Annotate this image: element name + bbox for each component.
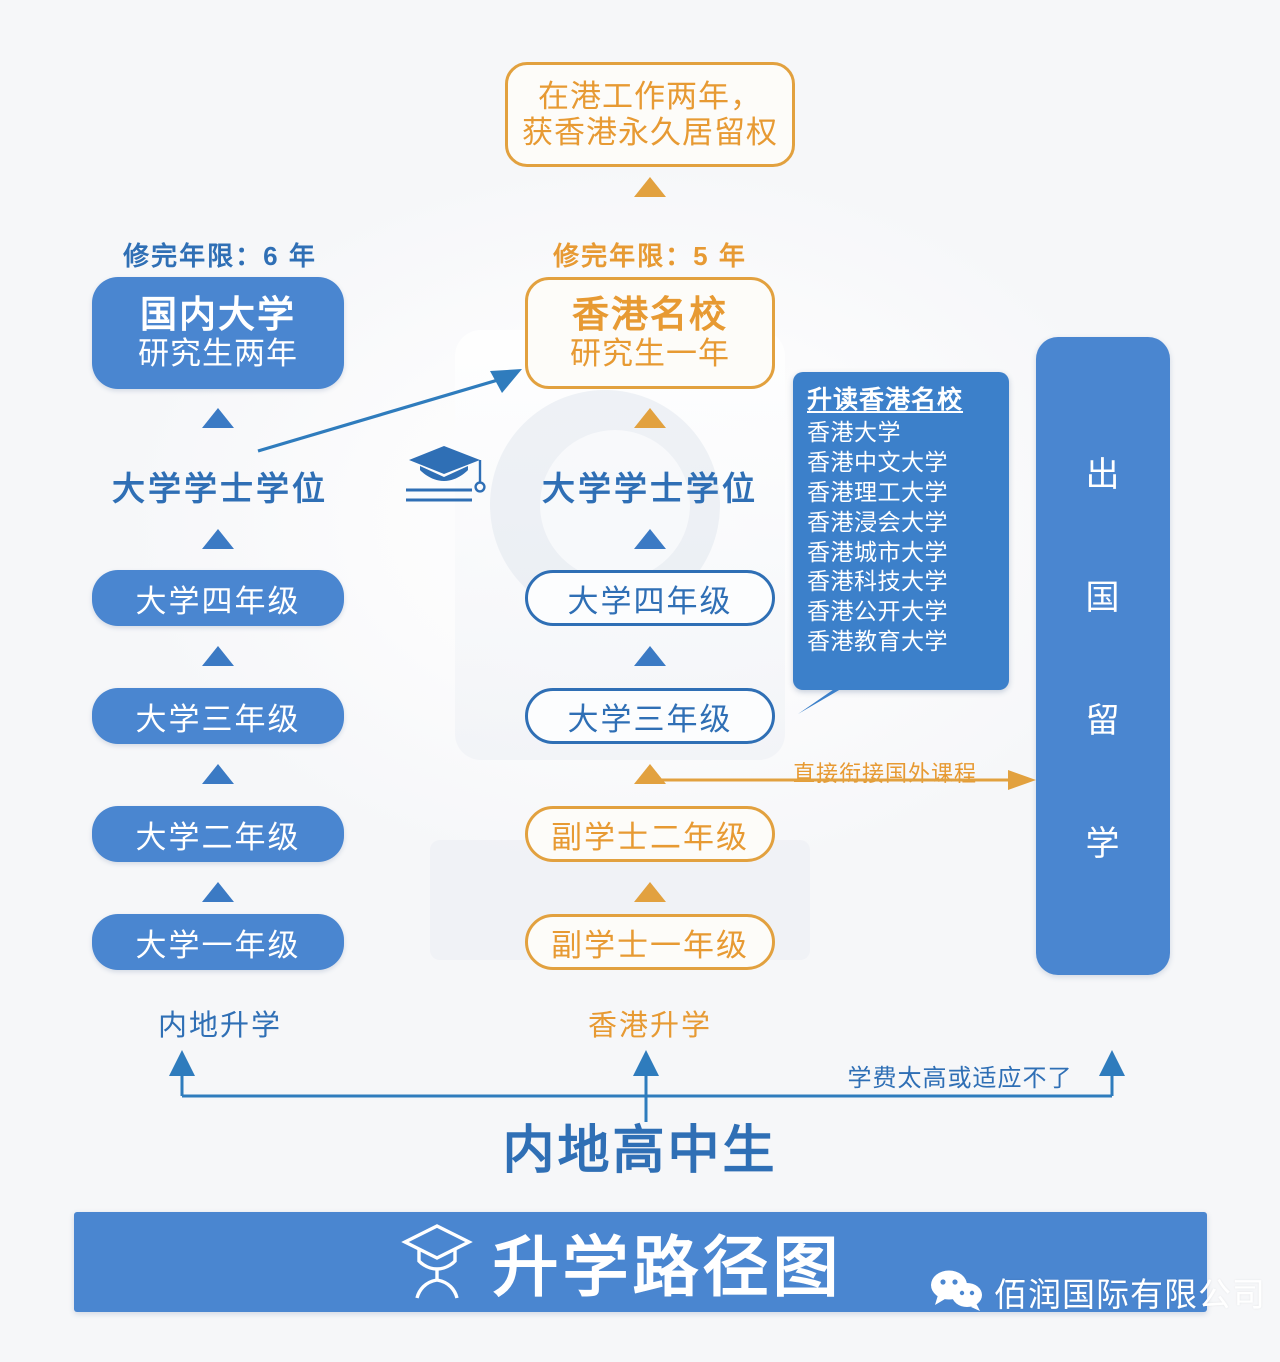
left-grade-box-1: 大学一年级 bbox=[92, 914, 344, 970]
hk-university-sub: 研究生一年 bbox=[570, 335, 730, 371]
assoc-grade-label-2: 副学士二年级 bbox=[551, 819, 749, 855]
arrow-up-left-5 bbox=[202, 882, 234, 902]
domestic-university-sub: 研究生两年 bbox=[138, 335, 298, 371]
left-grade-label-2: 大学二年级 bbox=[135, 819, 301, 855]
direct-link-arrow bbox=[660, 768, 1040, 792]
arrow-up-left-2 bbox=[202, 529, 234, 549]
wechat-icon bbox=[930, 1269, 984, 1316]
study-abroad-char: 国 bbox=[1085, 579, 1121, 617]
hk-university-item: 香港理工大学 bbox=[807, 478, 948, 505]
arrow-up-left-4 bbox=[202, 764, 234, 784]
arrow-up-middle-3 bbox=[634, 646, 666, 666]
hk-university-item: 香港中文大学 bbox=[807, 448, 948, 475]
company-credit: 佰润国际有限公司 bbox=[930, 1268, 1266, 1316]
hk-residency-note-line2: 获香港永久居留权 bbox=[522, 114, 778, 150]
assoc-grade-label-1: 副学士一年级 bbox=[551, 927, 749, 963]
footer-banner: 升学路径图 bbox=[74, 1212, 1207, 1312]
domestic-university-title: 国内大学 bbox=[140, 293, 296, 335]
hk-university-item: 香港浸会大学 bbox=[807, 508, 948, 535]
arrow-up-left-3 bbox=[202, 646, 234, 666]
company-name: 佰润国际有限公司 bbox=[994, 1276, 1266, 1313]
hk-residency-note-line1: 在港工作两年， bbox=[538, 78, 762, 114]
middle-grade-box-4: 大学四年级 bbox=[525, 570, 775, 626]
left-grade-label-1: 大学一年级 bbox=[135, 927, 301, 963]
transfer-arrow-to-hk-master bbox=[250, 355, 540, 465]
left-grade-label-3: 大学三年级 bbox=[135, 701, 301, 737]
study-abroad-char: 出 bbox=[1085, 456, 1121, 494]
hk-universities-title: 升读香港名校 bbox=[807, 386, 964, 414]
hk-residency-note-box: 在港工作两年， 获香港永久居留权 bbox=[505, 62, 795, 167]
graduation-cap-person-icon bbox=[399, 1220, 475, 1305]
source-branching-connector bbox=[150, 1050, 1140, 1150]
arrow-up-middle-2 bbox=[634, 529, 666, 549]
hk-university-item: 香港科技大学 bbox=[807, 568, 948, 595]
hk-universities-callout: 升读香港名校 香港大学 香港中文大学 香港理工大学 香港浸会大学 香港城市大学 … bbox=[793, 372, 1009, 690]
left-grade-box-3: 大学三年级 bbox=[92, 688, 344, 744]
assoc-grade-box-2: 副学士二年级 bbox=[525, 806, 775, 862]
study-abroad-box: 出 国 留 学 bbox=[1036, 337, 1170, 975]
source-label: 内地高中生 bbox=[502, 1122, 778, 1180]
arrow-up-to-residency bbox=[634, 177, 666, 197]
left-path-label: 内地升学 bbox=[157, 1010, 282, 1042]
left-duration-label: 修完年限：6 年 bbox=[123, 241, 317, 271]
middle-bachelor-degree-label: 大学学士学位 bbox=[542, 470, 758, 507]
hk-university-box: 香港名校 研究生一年 bbox=[525, 277, 775, 389]
left-grade-label-4: 大学四年级 bbox=[135, 583, 301, 619]
domestic-university-box: 国内大学 研究生两年 bbox=[92, 277, 344, 389]
arrow-up-middle-1 bbox=[634, 408, 666, 428]
direct-link-label: 直接衔接国外课程 bbox=[792, 761, 977, 786]
left-grade-box-2: 大学二年级 bbox=[92, 806, 344, 862]
callout-pointer bbox=[762, 656, 882, 722]
middle-duration-label: 修完年限：5 年 bbox=[553, 241, 747, 271]
hk-university-item: 香港教育大学 bbox=[807, 628, 948, 655]
graduation-cap-icon bbox=[404, 443, 486, 505]
arrow-up-left-1 bbox=[202, 408, 234, 428]
study-abroad-char: 学 bbox=[1085, 825, 1121, 863]
arrow-up-middle-4 bbox=[634, 764, 666, 784]
hk-university-item: 香港城市大学 bbox=[807, 538, 948, 565]
left-bachelor-degree-label: 大学学士学位 bbox=[112, 470, 328, 507]
fallback-label: 学费太高或适应不了 bbox=[847, 1065, 1073, 1092]
footer-title: 升学路径图 bbox=[492, 1230, 843, 1304]
middle-grade-label-4: 大学四年级 bbox=[567, 583, 733, 619]
study-abroad-char: 留 bbox=[1085, 702, 1121, 740]
middle-grade-label-3: 大学三年级 bbox=[567, 701, 733, 737]
hk-university-item: 香港公开大学 bbox=[807, 598, 948, 625]
left-grade-box-4: 大学四年级 bbox=[92, 570, 344, 626]
hk-university-title: 香港名校 bbox=[572, 293, 728, 335]
assoc-grade-box-1: 副学士一年级 bbox=[525, 914, 775, 970]
middle-grade-box-3: 大学三年级 bbox=[525, 688, 775, 744]
hk-university-item: 香港大学 bbox=[807, 419, 901, 445]
middle-path-label: 香港升学 bbox=[587, 1010, 712, 1042]
arrow-up-middle-5 bbox=[634, 882, 666, 902]
